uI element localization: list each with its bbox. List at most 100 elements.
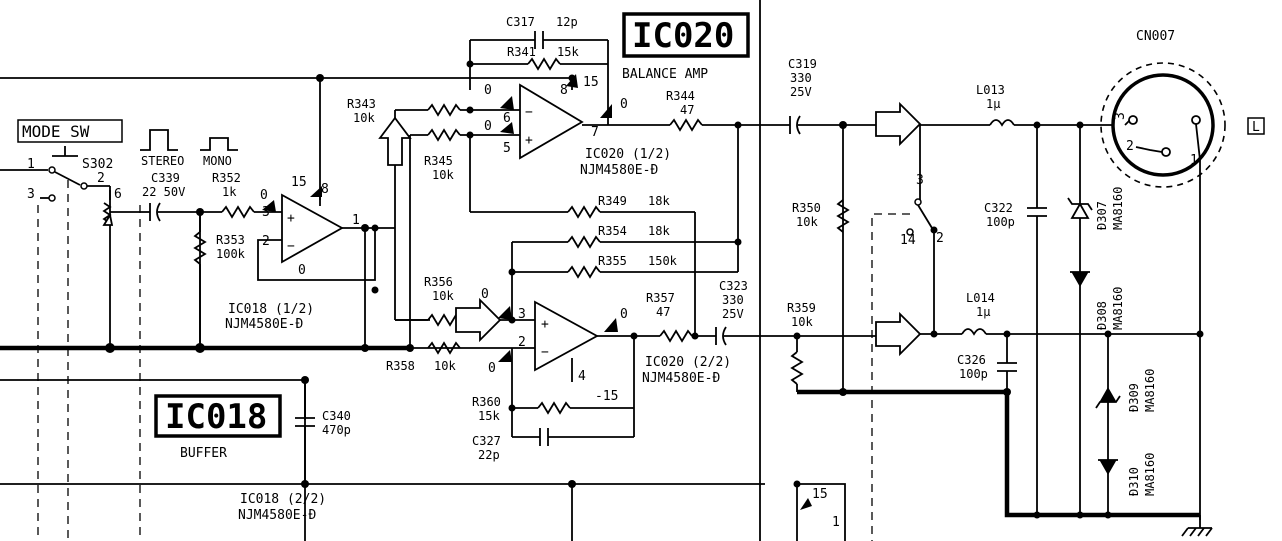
channel-l-mark: L bbox=[1252, 120, 1260, 135]
pin-markers bbox=[262, 74, 618, 362]
r353-value: 100k bbox=[216, 247, 246, 261]
ic018-title: IC018 bbox=[165, 397, 267, 437]
sw-pin-6: 6 bbox=[114, 187, 122, 202]
cn007-label: CN007 bbox=[1136, 29, 1175, 44]
r349-value: 18k bbox=[648, 194, 670, 208]
r341-ref: R341 bbox=[507, 45, 536, 59]
l013-value: 1μ bbox=[986, 97, 1000, 111]
r345-value: 10k bbox=[432, 168, 454, 182]
d308-value: MA8160 bbox=[1111, 287, 1125, 330]
ic018a-pin0b: 0 bbox=[298, 263, 306, 278]
r349-ref: R349 bbox=[598, 194, 627, 208]
ic020a-pin0b: 0 bbox=[484, 119, 492, 134]
cn007-pin3: 3 bbox=[1113, 112, 1128, 120]
ic020b-pin3: 3 bbox=[518, 307, 526, 322]
ic020a-plus: + bbox=[525, 133, 533, 148]
sw-pin-1: 1 bbox=[27, 157, 35, 172]
c319-v2: 25V bbox=[790, 85, 812, 99]
stereo-label: STEREO bbox=[141, 154, 184, 168]
l013-ref: L013 bbox=[976, 83, 1005, 97]
r357-ref: R357 bbox=[646, 291, 675, 305]
r356-value: 10k bbox=[432, 289, 454, 303]
ic020a-part: NJM4580E-Đ bbox=[580, 163, 658, 178]
r355-value: 150k bbox=[648, 254, 678, 268]
ic018a-part: NJM4580E-Đ bbox=[225, 317, 303, 332]
c340-value: 470p bbox=[322, 423, 351, 437]
r343-ref: R343 bbox=[347, 97, 376, 111]
ic018a-pin15: 15 bbox=[291, 175, 307, 190]
r358-value: 10k bbox=[434, 359, 456, 373]
r354-value: 18k bbox=[648, 224, 670, 238]
c322-value: 100p bbox=[986, 215, 1015, 229]
lower-pin15: 15 bbox=[812, 487, 828, 502]
ic020b-pin0b: 0 bbox=[488, 361, 496, 376]
ic018a-ref: IC018 (1/2) bbox=[228, 302, 314, 317]
d309-value: MA8160 bbox=[1143, 369, 1157, 412]
bottom-partial: 15 1 bbox=[793, 480, 846, 541]
c322-ref: C322 bbox=[984, 201, 1013, 215]
r345-ref: R345 bbox=[424, 154, 453, 168]
l014-ref: L014 bbox=[966, 291, 995, 305]
c319-ref: C319 bbox=[788, 57, 817, 71]
ic018a-plus: + bbox=[287, 211, 295, 226]
ic020b-opamp: R354 18k R355 150k R356 10k + − 3 2 0 0 … bbox=[386, 224, 900, 462]
mode-switch-label: MODE SW bbox=[22, 122, 90, 141]
r357-value: 47 bbox=[656, 305, 670, 319]
d308-ref: Đ308 bbox=[1095, 301, 1109, 330]
ic018a-pin2: 2 bbox=[262, 234, 270, 249]
d310-value: MA8160 bbox=[1143, 453, 1157, 496]
ic018-label-box: IC018 BUFFER C340 470p IC018 (2/2) NJM45… bbox=[154, 380, 351, 523]
output-section: C319 330 25V R350 10k L013 1μ 3 2 14 L01… bbox=[787, 57, 1213, 541]
cn007-pin1: 1 bbox=[1190, 153, 1198, 168]
d310-ref: Đ310 bbox=[1127, 467, 1141, 496]
c339-value: 22 50V bbox=[142, 185, 185, 199]
ic020b-minus: − bbox=[541, 345, 549, 360]
r360-value: 15k bbox=[478, 409, 500, 423]
ic020b-pin2: 2 bbox=[518, 335, 526, 350]
r352-value: 1k bbox=[222, 185, 237, 199]
r355-ref: R355 bbox=[598, 254, 627, 268]
ic020a-pin0a: 0 bbox=[484, 83, 492, 98]
ic020a-minus: − bbox=[525, 105, 533, 120]
sw2-pin14: 14 bbox=[900, 233, 916, 248]
d307-ref: Đ307 bbox=[1095, 201, 1109, 230]
signal-arrows bbox=[378, 101, 922, 357]
r350-ref: R350 bbox=[792, 201, 821, 215]
r353-ref: R353 bbox=[216, 233, 245, 247]
ic020a-pin8: 8 bbox=[560, 83, 568, 98]
ic018a-pin8: 8 bbox=[321, 182, 329, 197]
sw-pin-3: 3 bbox=[27, 187, 35, 202]
c339-ref: C339 bbox=[151, 171, 180, 185]
mono-label: MONO bbox=[203, 154, 232, 168]
ic018a-pin0a: 0 bbox=[260, 188, 268, 203]
r359-ref: R359 bbox=[787, 301, 816, 315]
r359-value: 10k bbox=[791, 315, 813, 329]
ic020b-pin0a: 0 bbox=[481, 287, 489, 302]
ic020a-opamp: C317 12p R341 15k R343 10k R345 10k R349… bbox=[347, 15, 790, 335]
r344-ref: R344 bbox=[666, 89, 695, 103]
r358-ref: R358 bbox=[386, 359, 415, 373]
ic018a-pin1: 1 bbox=[352, 213, 360, 228]
c326-ref: C326 bbox=[957, 353, 986, 367]
d307-value: MA8160 bbox=[1111, 187, 1125, 230]
c317-ref: C317 bbox=[506, 15, 535, 29]
ic020b-pin4: 4 bbox=[578, 369, 586, 384]
ic018b-ref: IC018 (2/2) bbox=[240, 492, 326, 507]
ic020a-pin5: 5 bbox=[503, 141, 511, 156]
input-network: C339 22 50V R352 1k R353 100k bbox=[140, 171, 282, 348]
sw-pin-2: 2 bbox=[97, 171, 105, 186]
c323-ref: C323 bbox=[719, 279, 748, 293]
ic020b-ref: IC020 (2/2) bbox=[645, 355, 731, 370]
cn007-pin2: 2 bbox=[1126, 139, 1134, 154]
switch-ref-label: S302 bbox=[82, 157, 113, 172]
c323-v2: 25V bbox=[722, 307, 744, 321]
ic020-subtitle: BALANCE AMP bbox=[622, 67, 708, 82]
r341-value: 15k bbox=[557, 45, 579, 59]
sw2-pin2: 2 bbox=[936, 231, 944, 246]
ic020b-plus: + bbox=[541, 317, 549, 332]
ic020b-pin-15: -15 bbox=[595, 389, 618, 404]
ic018-subtitle: BUFFER bbox=[180, 446, 227, 461]
ic020-title: IC020 bbox=[632, 16, 734, 56]
r356-ref: R356 bbox=[424, 275, 453, 289]
